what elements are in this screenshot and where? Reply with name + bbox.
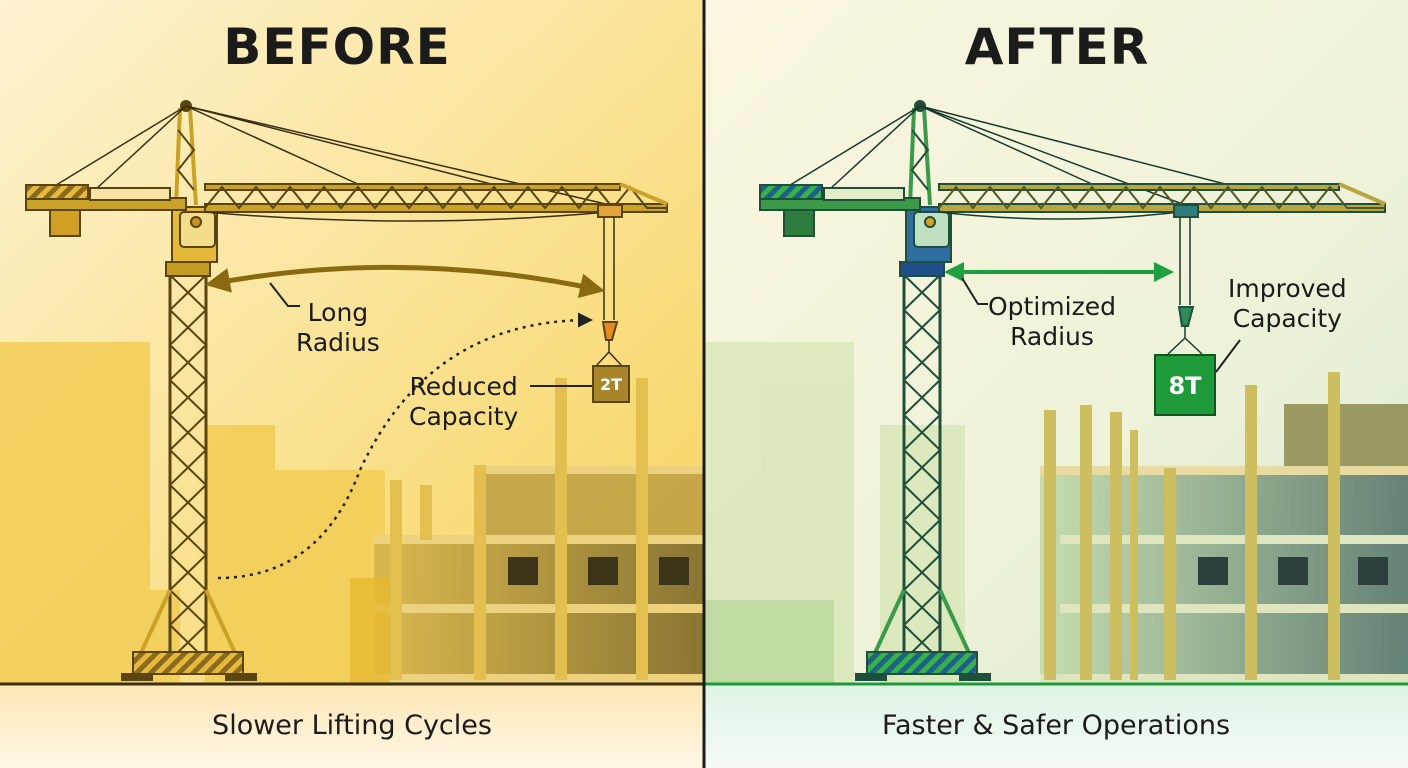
before-radius-arrow (205, 264, 605, 299)
after-capacity-leader (1215, 339, 1241, 373)
before-crane (25, 100, 668, 681)
before-capacity-label-line1: Reduced (409, 372, 518, 401)
after-radius-label-line1: Optimized (988, 292, 1116, 321)
before-radius-label-line1: Long (307, 298, 369, 327)
before-capacity-label-line2: Capacity (409, 402, 519, 431)
before-leader-line (269, 282, 300, 307)
before-title: BEFORE (223, 18, 451, 76)
before-radius-label: Long Radius (296, 298, 380, 358)
after-leader-line (961, 277, 988, 305)
before-load-text: 2T (600, 375, 622, 394)
after-caption: Faster & Safer Operations (881, 710, 1231, 741)
after-crane (759, 100, 1386, 681)
before-load-block: 2T (592, 365, 630, 403)
after-capacity-label-line1: Improved (1228, 274, 1347, 303)
before-building (350, 378, 704, 684)
before-radius-label-line2: Radius (296, 328, 380, 357)
after-panel (704, 0, 1408, 768)
before-swing-path (217, 312, 593, 580)
after-load-block: 8T (1154, 354, 1216, 416)
after-capacity-label-line2: Capacity (1232, 304, 1342, 333)
before-caption: Slower Lifting Cycles (212, 710, 492, 741)
after-title: AFTER (964, 18, 1150, 76)
after-capacity-label: Improved Capacity (1228, 274, 1347, 334)
before-panel (0, 0, 704, 768)
after-load-text: 8T (1168, 372, 1202, 400)
after-radius-label-line2: Radius (1010, 322, 1094, 351)
after-building (1040, 372, 1408, 684)
before-capacity-label: Reduced Capacity (409, 372, 518, 432)
after-radius-label: Optimized Radius (988, 292, 1116, 352)
